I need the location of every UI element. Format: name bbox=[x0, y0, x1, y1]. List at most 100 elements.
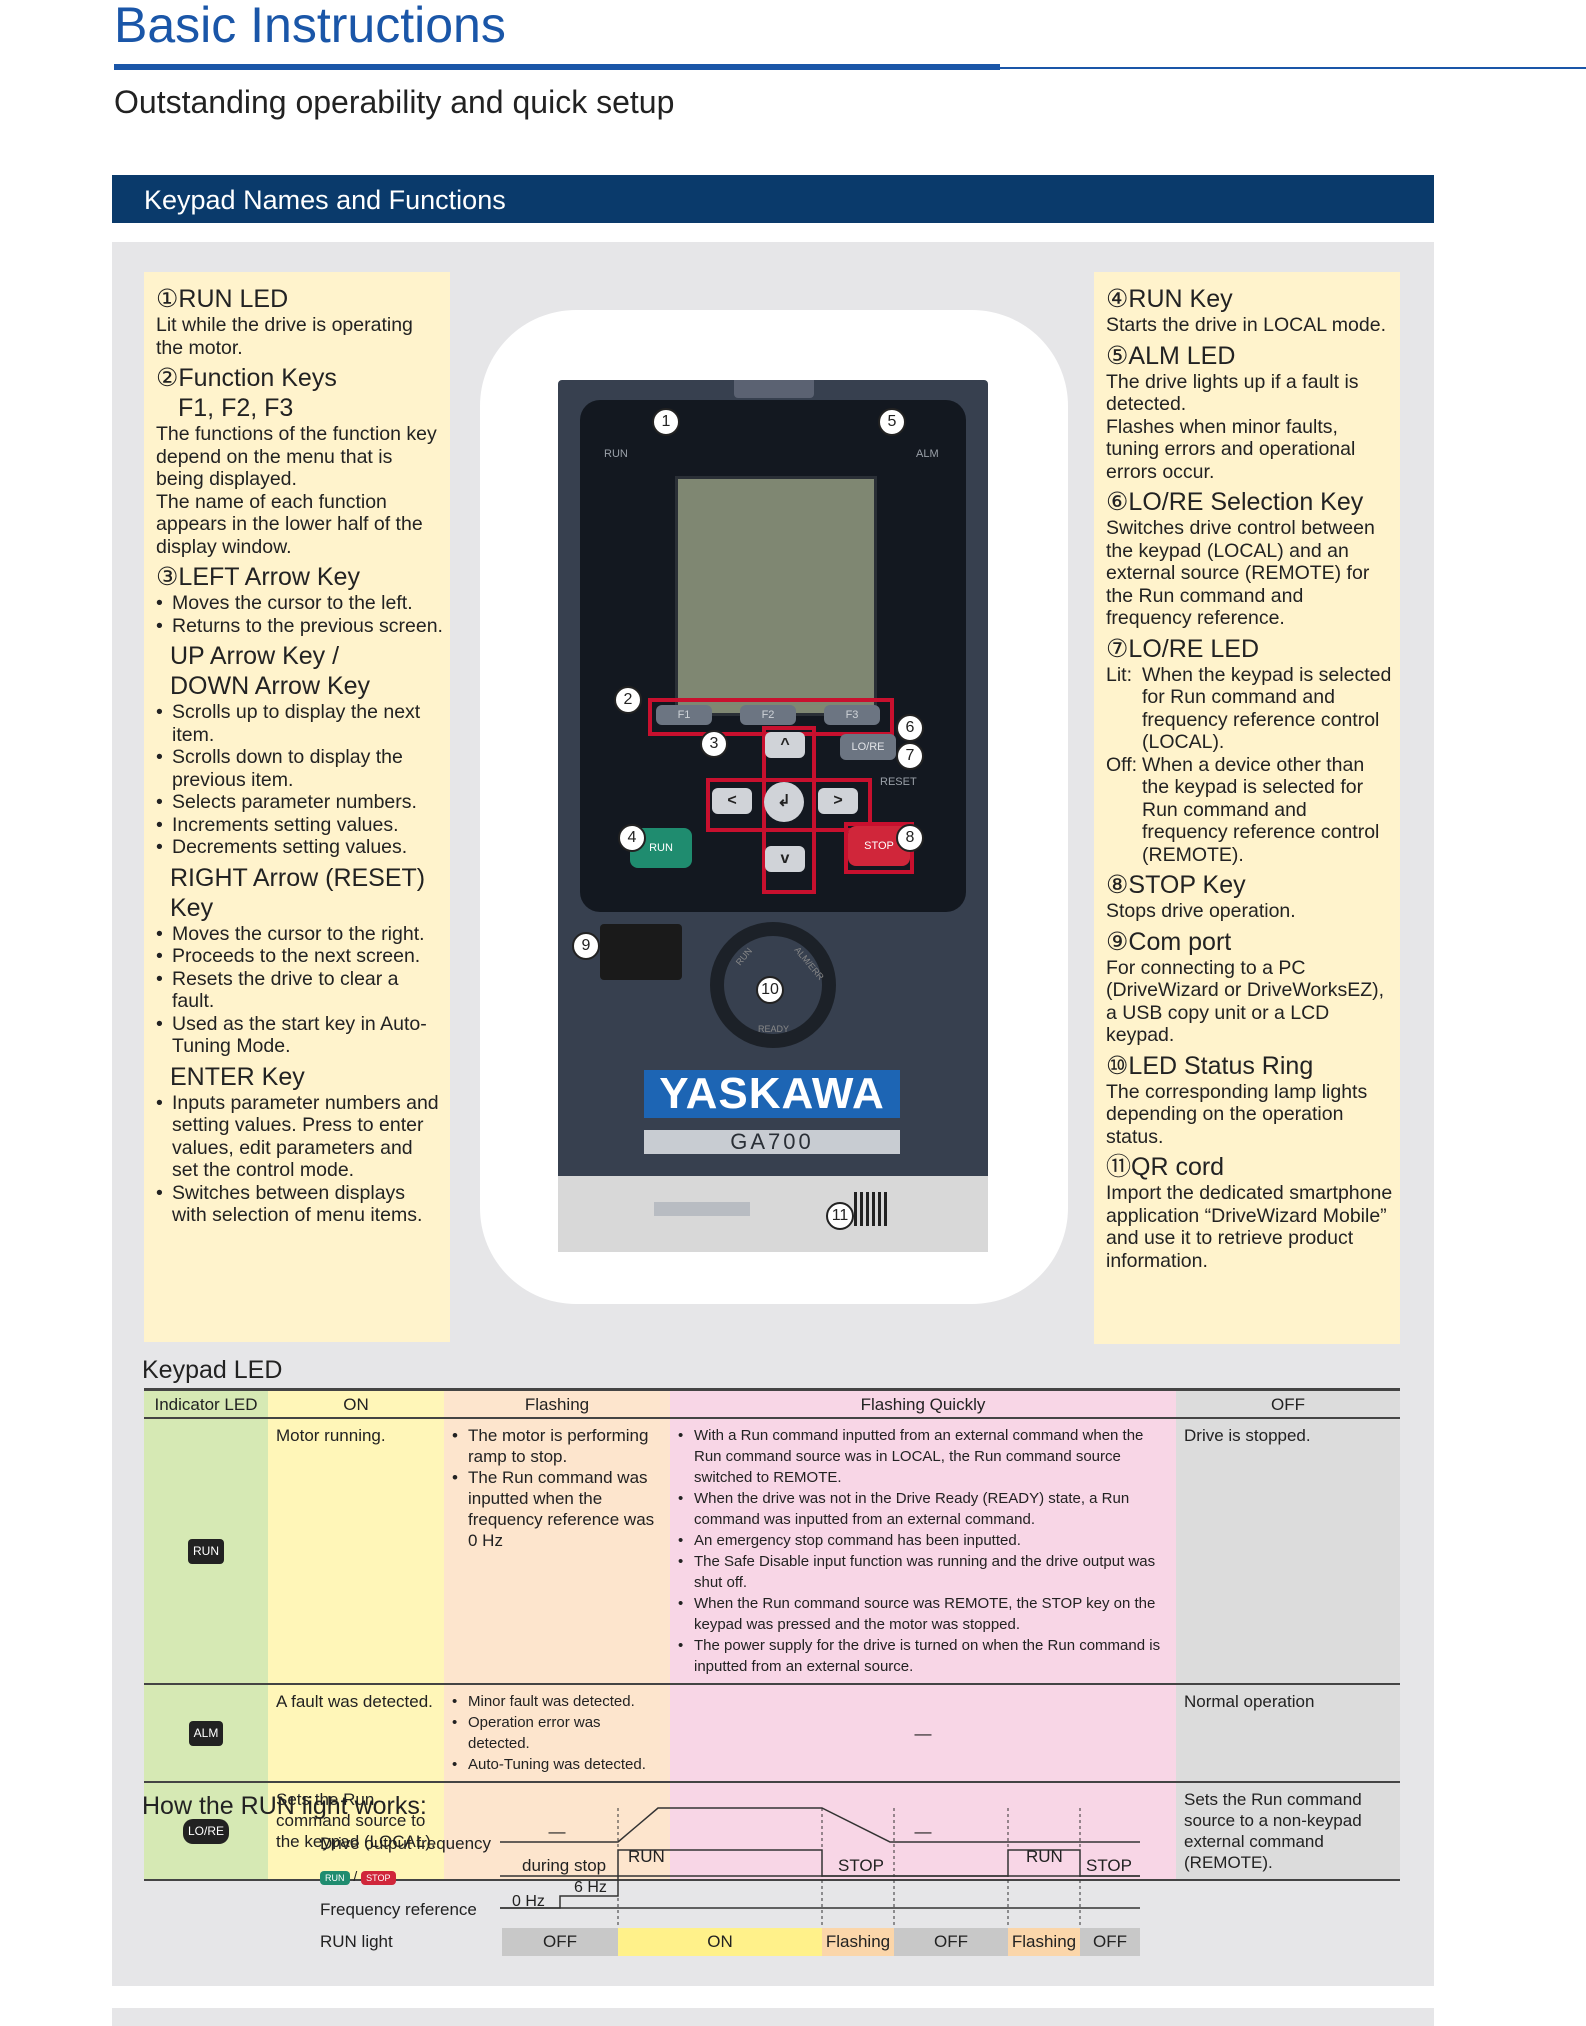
function-keys-desc2: The name of each function appears in the… bbox=[156, 490, 423, 558]
alm-on-cell: A fault was detected. bbox=[268, 1684, 444, 1783]
qr-desc: Import the dedicated smartphone applicat… bbox=[1106, 1182, 1393, 1272]
run-indicator-cell: RUN bbox=[144, 1418, 268, 1685]
f2-key[interactable]: F2 bbox=[740, 705, 796, 725]
list-item: With a Run command inputted from an exte… bbox=[678, 1425, 1168, 1488]
run-light-timing-diagram: during stop 6 Hz 0 Hz RUN STOP RUN STOP bbox=[500, 1807, 1140, 1930]
arrow-cross-horizontal bbox=[706, 778, 872, 832]
run-led-icon: RUN bbox=[188, 1538, 224, 1564]
ring-circle bbox=[710, 922, 836, 1048]
left-arrow-key[interactable]: < bbox=[712, 788, 752, 814]
footer-band bbox=[112, 2008, 1434, 2026]
led-table-heading: Keypad LED bbox=[142, 1356, 283, 1384]
callout-7: 7 bbox=[896, 742, 924, 770]
table-header-row: Indicator LED ON Flashing Flashing Quick… bbox=[144, 1388, 1400, 1419]
alm-led-title: ⑤ALM LED bbox=[1106, 341, 1236, 370]
stop-key-title: ⑧STOP Key bbox=[1106, 871, 1246, 899]
label-output-frequency: Drive output frequency bbox=[320, 1834, 492, 1853]
qr-code-icon[interactable] bbox=[854, 1192, 888, 1226]
alm-flashing-cell: Minor fault was detected. Operation erro… bbox=[444, 1684, 670, 1783]
lit-label: Lit: bbox=[1106, 663, 1133, 686]
brand-logo: YASKAWA bbox=[644, 1070, 900, 1118]
lore-led-title: ⑦LO/RE LED bbox=[1106, 634, 1260, 663]
lore-indicator-cell: LO/RE bbox=[144, 1782, 268, 1881]
lore-led-icon: LO/RE bbox=[182, 1818, 229, 1844]
chevron-right-icon: > bbox=[833, 792, 843, 809]
callout-3: 3 bbox=[700, 730, 728, 758]
function-keys-sub: F1, F2, F3 bbox=[178, 394, 294, 422]
lore-off-cell: Sets the Run command source to a non-key… bbox=[1176, 1782, 1400, 1881]
chevron-left-icon: < bbox=[727, 792, 737, 809]
label-frequency-reference: Frequency reference bbox=[320, 1900, 477, 1919]
list-item: Returns to the previous screen. bbox=[156, 615, 444, 638]
right-arrow-title: RIGHT Arrow (RESET) Key bbox=[170, 863, 426, 922]
list-item: Selects parameter numbers. bbox=[156, 791, 444, 814]
left-notes: ①RUN LED Lit while the drive is operatin… bbox=[144, 272, 450, 1342]
during-stop-label: during stop bbox=[522, 1856, 606, 1875]
off-desc: When a device other than the keypad is s… bbox=[1142, 753, 1380, 866]
enter-title: ENTER Key bbox=[170, 1062, 305, 1091]
run-label-1: RUN bbox=[628, 1847, 665, 1866]
qr-title: ⑪QR cord bbox=[1106, 1153, 1225, 1181]
down-arrow-key[interactable]: v bbox=[765, 846, 805, 872]
list-item: The Safe Disable input function was runn… bbox=[678, 1551, 1168, 1593]
list-item: Scrolls up to display the next item. bbox=[156, 701, 444, 746]
slash: / bbox=[353, 1868, 358, 1884]
0hz-label: 0 Hz bbox=[512, 1893, 545, 1910]
lore-quick-cell: — bbox=[670, 1782, 1176, 1881]
f1-key[interactable]: F1 bbox=[656, 705, 712, 725]
callout-2: 2 bbox=[614, 686, 642, 714]
list-item: Moves the cursor to the left. bbox=[156, 592, 444, 615]
lcd-display bbox=[675, 476, 877, 716]
alm-quick-cell: — bbox=[670, 1684, 1176, 1783]
run-label-2: RUN bbox=[1026, 1847, 1063, 1866]
left-arrow-title: ③LEFT Arrow Key bbox=[156, 563, 360, 591]
updown-title-2: DOWN Arrow Key bbox=[170, 672, 371, 700]
stop-key-desc: Stops drive operation. bbox=[1106, 900, 1296, 922]
run-off-cell: Drive is stopped. bbox=[1176, 1418, 1400, 1685]
updown-list: Scrolls up to display the next item. Scr… bbox=[156, 701, 444, 859]
callout-1: 1 bbox=[652, 408, 680, 436]
list-item: The motor is performing ramp to stop. bbox=[452, 1425, 662, 1467]
lore-key[interactable]: LO/RE bbox=[840, 734, 896, 760]
list-item: Minor fault was detected. bbox=[452, 1691, 662, 1712]
run-light-heading: How the RUN light works: bbox=[142, 1792, 427, 1820]
left-arrow-list: Moves the cursor to the left. Returns to… bbox=[156, 592, 444, 637]
list-item: Scrolls down to display the previous ite… bbox=[156, 746, 444, 791]
stop-label-1: STOP bbox=[838, 1856, 884, 1875]
enter-list: Inputs parameter numbers and setting val… bbox=[156, 1092, 444, 1227]
run-light-state-off-3: OFF bbox=[1080, 1928, 1140, 1956]
alm-led-icon: ALM bbox=[188, 1720, 224, 1746]
callout-9: 9 bbox=[572, 932, 600, 960]
updown-title-1: UP Arrow Key / bbox=[170, 642, 340, 670]
function-keys-title: ②Function Keys bbox=[156, 364, 337, 392]
run-key-icon: RUN bbox=[320, 1871, 350, 1885]
ring-ready-label: READY bbox=[758, 1024, 789, 1034]
output-frequency-line bbox=[500, 1807, 1140, 1843]
alm-led-desc1: The drive lights up if a fault is detect… bbox=[1106, 370, 1359, 416]
right-reset-key[interactable]: > bbox=[818, 788, 858, 814]
col-indicator: Indicator LED bbox=[144, 1388, 268, 1419]
title-rule bbox=[114, 64, 1000, 70]
up-arrow-key[interactable]: ^ bbox=[765, 732, 805, 758]
callout-4: 4 bbox=[618, 824, 646, 852]
enter-key[interactable]: ↲ bbox=[764, 782, 804, 822]
list-item: Resets the drive to clear a fault. bbox=[156, 968, 444, 1013]
list-item: Proceeds to the next screen. bbox=[156, 945, 444, 968]
run-led: RUN bbox=[604, 448, 628, 460]
list-item: Switches between displays with selection… bbox=[156, 1182, 444, 1227]
list-item: Decrements setting values. bbox=[156, 836, 444, 859]
alm-off-cell: Normal operation bbox=[1176, 1684, 1400, 1783]
callout-5: 5 bbox=[878, 408, 906, 436]
stop-key-icon: STOP bbox=[361, 1871, 396, 1885]
callout-10: 10 bbox=[756, 976, 784, 1004]
lit-desc: When the keypad is selected for Run comm… bbox=[1142, 663, 1392, 754]
f3-key[interactable]: F3 bbox=[824, 705, 880, 725]
label-text-block bbox=[654, 1202, 750, 1216]
alm-indicator-cell: ALM bbox=[144, 1684, 268, 1783]
6hz-label: 6 Hz bbox=[574, 1879, 607, 1896]
run-led-title: ①RUN LED bbox=[156, 285, 289, 313]
com-port[interactable] bbox=[600, 924, 682, 980]
list-item: The Run command was inputted when the fr… bbox=[452, 1467, 662, 1551]
list-item: Auto-Tuning was detected. bbox=[452, 1754, 662, 1775]
run-light-state-on: ON bbox=[618, 1928, 822, 1956]
